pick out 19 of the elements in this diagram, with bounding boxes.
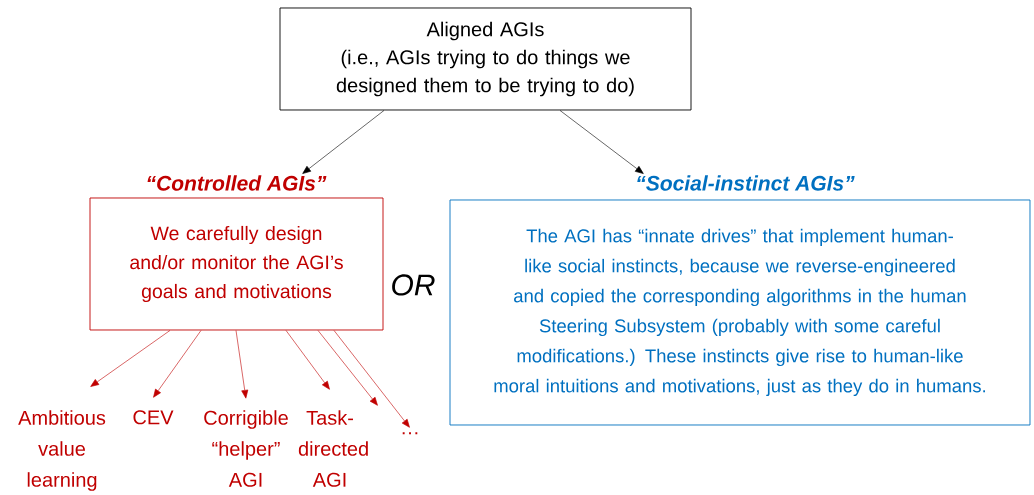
arrow: [302, 110, 385, 174]
arrow: [559, 110, 644, 174]
heading: “Controlled AGIs”: [147, 175, 327, 191]
text-box: We carefully design and/or monitor the AGI’s goals and motivations: [89, 197, 384, 331]
or-label: OR: [392, 274, 435, 296]
text-box: Aligned AGIs (i.e., AGIs trying to do things we designed them to be trying to do): [279, 7, 692, 111]
arrow: [317, 330, 378, 406]
arrow: [285, 330, 330, 390]
item-label: CEV: [133, 410, 174, 425]
item-label: …: [402, 432, 418, 435]
item-label: Task-directed AGI: [298, 410, 368, 487]
arrow: [235, 330, 249, 399]
item-label: Ambitious value learning: [18, 410, 106, 491]
arrow: [153, 330, 202, 398]
heading: “Social-instinct AGIs”: [637, 175, 855, 191]
item-label: Corrigible “helper” AGI: [204, 410, 288, 487]
arrow: [333, 330, 410, 428]
text-box: The AGI has “innate drives” that implement human-like social instincts, because we reverse-engineered and copied the corresponding algorithms in the human Steering Subsystem (probably with some careful modifications.) These instincts give rise to human-like moral intuitions and motivations, just as they do in humans.: [449, 199, 1031, 426]
arrow: [90, 330, 171, 387]
